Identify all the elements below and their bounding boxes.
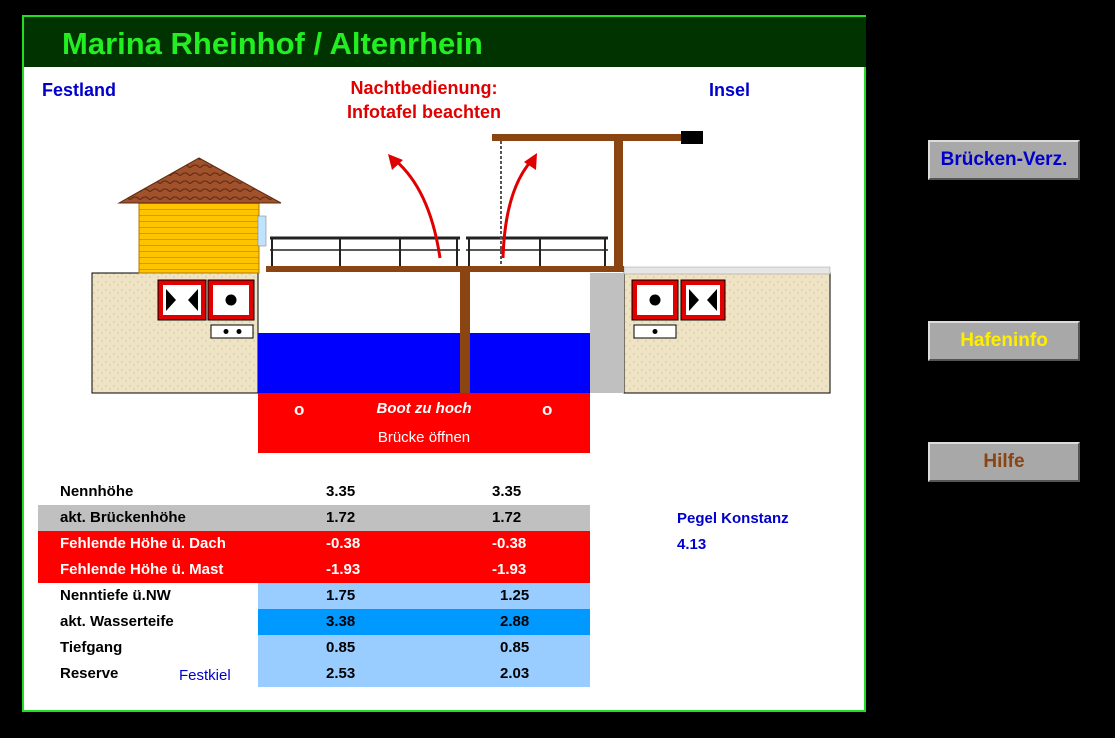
row-value-2: 2.88 (500, 613, 530, 630)
row-label: Nennhöhe (60, 483, 134, 500)
night-notice-line1: Nachtbedienung: (350, 78, 498, 98)
side-label-insel: Insel (709, 80, 751, 100)
table-row: Nennhöhe 3.35 3.35 (38, 479, 590, 505)
table-row: Fehlende Höhe ü. Mast -1.93 -1.93 (38, 557, 590, 583)
bridge-illustration (91, 131, 831, 394)
water (258, 333, 590, 393)
row-value-2: 0.85 (500, 639, 530, 656)
status-marker-right: o (542, 400, 553, 419)
hafeninfo-button[interactable]: Hafeninfo (928, 321, 1080, 361)
row-value-2: 1.72 (492, 509, 522, 526)
row-value-2: -0.38 (492, 535, 527, 552)
row-value-1: -0.38 (326, 535, 361, 552)
pegel-value: 4.13 (677, 536, 707, 553)
row-value-1: 1.75 (326, 587, 356, 604)
hilfe-button[interactable]: Hilfe (928, 442, 1080, 482)
row-value-1: 3.38 (326, 613, 356, 630)
status-box: o Boot zu hoch o Brücke öffnen (258, 393, 590, 453)
row-value-2: -1.93 (492, 561, 527, 578)
bridge-icon (266, 131, 703, 393)
status-marker-left: o (294, 400, 305, 419)
row-label: Tiefgang (60, 639, 123, 656)
side-label-festland: Festland (42, 80, 117, 100)
night-notice-line2: Infotafel beachten (346, 102, 502, 122)
page-title: Marina Rheinhof / Altenrhein (62, 26, 483, 61)
row-value-2: 1.25 (500, 587, 530, 604)
row-label: akt. Wasserteife (60, 613, 174, 630)
signal-sign-icon (631, 279, 726, 339)
depth-bg-current (258, 609, 590, 635)
row-value-1: 2.53 (326, 665, 356, 682)
table-row: Reserve Festkiel 2.53 2.03 (38, 661, 590, 687)
house-icon (117, 157, 282, 274)
depth-bg (258, 583, 590, 687)
row-label: Nenntiefe ü.NW (60, 587, 171, 604)
arrow-up-icon (394, 158, 534, 259)
row-bg-brueckenhoehe (38, 505, 590, 531)
row-bg-alert (38, 531, 590, 583)
row-label: Fehlende Höhe ü. Dach (60, 535, 226, 552)
table-row: Nenntiefe ü.NW 1.75 1.25 (38, 583, 590, 609)
status-text: Boot zu hoch (376, 400, 472, 417)
keel-type-note: Festkiel (179, 667, 231, 684)
title-bar (24, 17, 866, 67)
table-row: akt. Wasserteife 3.38 2.88 (38, 609, 590, 635)
night-notice: Nachtbedienung: Infotafel beachten (304, 76, 544, 124)
row-value-2: 3.35 (492, 483, 522, 500)
row-label: akt. Brückenhöhe (60, 509, 186, 526)
row-value-1: 1.72 (326, 509, 356, 526)
table-row: Fehlende Höhe ü. Dach -0.38 -0.38 (38, 531, 590, 557)
status-action: Brücke öffnen (377, 429, 471, 446)
table-row: akt. Brückenhöhe 1.72 1.72 (38, 505, 590, 531)
row-value-1: 3.35 (326, 483, 356, 500)
bruecken-verz-button[interactable]: Brücken-Verz. (928, 140, 1080, 180)
signal-sign-icon (157, 279, 255, 339)
table-row: Tiefgang 0.85 0.85 (38, 635, 590, 661)
pegel-label: Pegel Konstanz (677, 510, 789, 527)
row-value-2: 2.03 (500, 665, 530, 682)
row-value-1: 0.85 (326, 639, 356, 656)
row-label: Fehlende Höhe ü. Mast (60, 561, 224, 578)
row-label: Reserve (60, 665, 119, 682)
row-value-1: -1.93 (326, 561, 361, 578)
pier-right (590, 273, 624, 393)
